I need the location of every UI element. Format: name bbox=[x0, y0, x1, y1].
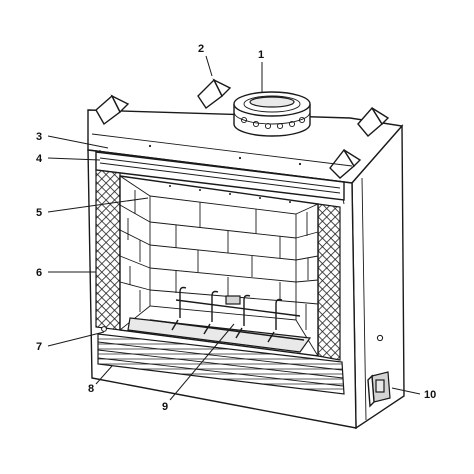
callout-7: 7 bbox=[36, 341, 42, 353]
burner-grate bbox=[127, 286, 312, 353]
flue-collar bbox=[233, 91, 311, 137]
firebox-interior bbox=[119, 175, 319, 357]
callout-6: 6 bbox=[36, 267, 42, 279]
callout-5: 5 bbox=[36, 207, 42, 219]
top-louver-hood bbox=[95, 151, 345, 201]
left-mesh-screen bbox=[95, 169, 121, 331]
side-knockout bbox=[376, 334, 384, 342]
junction-box bbox=[367, 371, 391, 408]
bottom-louver-panel bbox=[97, 333, 345, 395]
callout-8: 8 bbox=[88, 383, 94, 395]
callout-9: 9 bbox=[162, 401, 168, 413]
callout-1: 1 bbox=[258, 49, 264, 61]
callout-2: 2 bbox=[198, 43, 204, 55]
standoff-brackets bbox=[95, 78, 390, 179]
screen-clip bbox=[101, 326, 107, 332]
callout-3: 3 bbox=[36, 131, 42, 143]
leader-lines bbox=[47, 55, 421, 401]
right-mesh-screen bbox=[317, 203, 341, 361]
callout-4: 4 bbox=[36, 153, 43, 165]
callout-10: 10 bbox=[424, 389, 436, 401]
callout-labels: 1 2 3 4 5 6 7 8 9 10 bbox=[36, 43, 436, 413]
